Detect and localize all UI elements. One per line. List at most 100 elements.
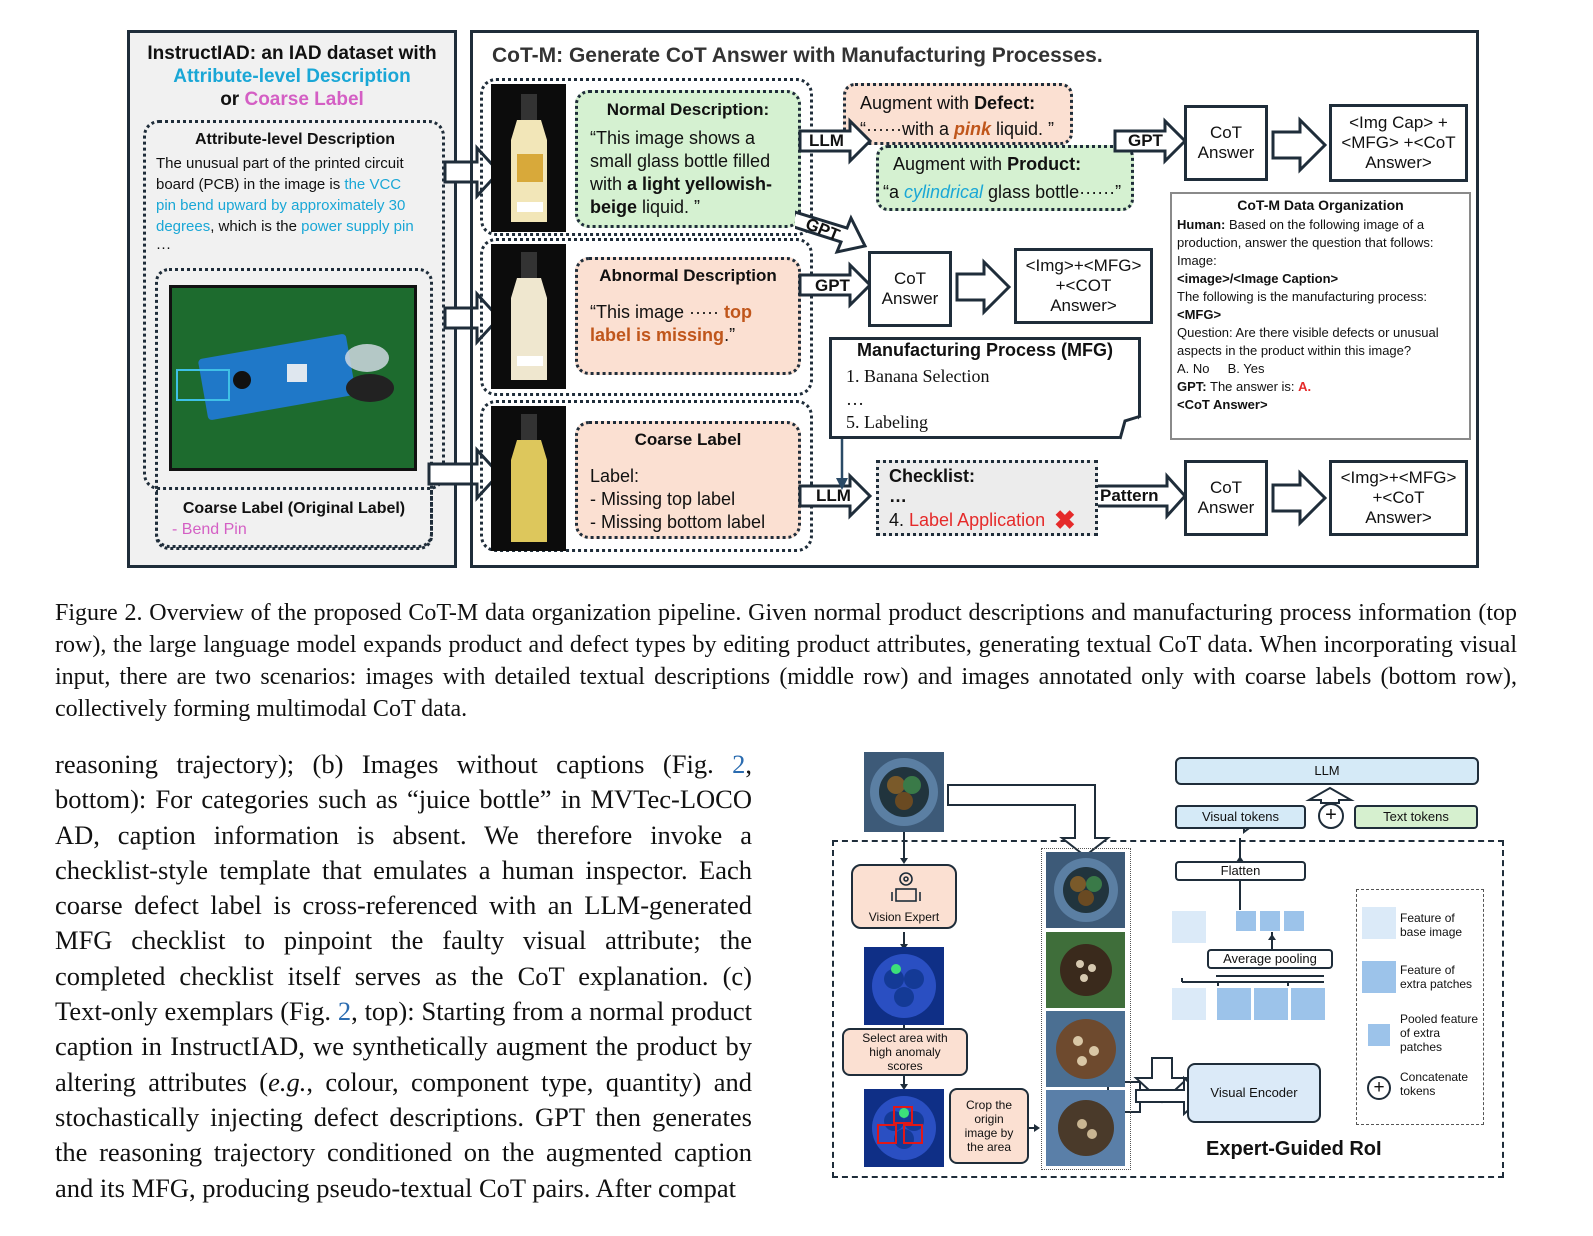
data-org-text: Human: Based on the following image of a…: [1177, 217, 1439, 412]
figure-caption: Figure 2. Overview of the proposed CoT-M…: [55, 600, 1517, 722]
roi-title: Expert-Guided RoI: [1206, 1138, 1382, 1160]
right-panel-title: CoT-M: Generate CoT Answer with Manufact…: [492, 44, 1103, 67]
pooled-feature: [1236, 911, 1256, 931]
flatten-box: Flatten: [1175, 861, 1306, 881]
attr-desc-text: The unusual part of the printed circuit …: [156, 155, 414, 256]
coarse-label-title: Coarse Label: [634, 430, 742, 449]
abnormal-desc-text: “This image ····· top label is missing.”: [590, 302, 752, 345]
left-panel-title: InstructIAD: an IAD dataset with Attribu…: [147, 43, 437, 110]
selected-area-image: [864, 1089, 944, 1167]
gpt-tag-middle: GPT: [815, 276, 850, 295]
output-middle: <Img>+<MFG> +<COT Answer>: [1014, 248, 1153, 324]
augment-defect-box: [843, 83, 1073, 145]
bottle-image-abnormal: [491, 244, 566, 389]
abnormal-desc-title: Abnormal Description: [599, 266, 777, 285]
feature-extra-patch: [1254, 988, 1288, 1020]
llm-tag-bottom: LLM: [816, 486, 851, 505]
legend-label-pooled: Pooled feature of extra patches: [1400, 1012, 1479, 1054]
checklist-box: [876, 460, 1098, 536]
bottle-image-coarse: [491, 406, 566, 551]
mfg-title: Manufacturing Process (MFG): [856, 340, 1114, 360]
cot-answer-top: CoT Answer: [1184, 105, 1268, 181]
legend-label-extra: Feature of extra patches: [1400, 963, 1473, 991]
feature-extra-patch: [1217, 988, 1251, 1020]
up-arrow-to-llm: [1305, 786, 1355, 804]
fig-ref-link[interactable]: 2: [337, 996, 352, 1027]
legend: [1356, 889, 1484, 1125]
checklist-ellipsis: …: [889, 486, 907, 506]
legend-swatch-base: [1362, 907, 1396, 939]
feature-base-image: [1172, 988, 1206, 1020]
fig-ref-link[interactable]: 2: [732, 749, 746, 779]
llm-tag-top: LLM: [809, 131, 844, 150]
pcb-image-box: [155, 268, 433, 548]
abnormal-desc-box: [575, 257, 801, 375]
output-top: <Img Cap> +<MFG> +<CoT Answer>: [1329, 104, 1468, 182]
input-image: [864, 752, 944, 832]
normal-desc-box: [575, 90, 801, 228]
patch-image: [1046, 852, 1125, 928]
data-org-title: CoT-M Data Organization: [1237, 197, 1404, 213]
select-area-box: Select area with high anomaly scores: [842, 1028, 968, 1076]
legend-swatch-pooled: [1368, 1024, 1390, 1046]
checklist-title: Checklist:: [889, 466, 976, 486]
mfg-list: 1. Banana Selection … 5. Labeling: [846, 366, 990, 432]
augment-defect-text: “······with a pink liquid. ”: [860, 119, 1055, 139]
coarse-label-desc-box: [575, 421, 801, 539]
legend-label-concat: Concatenate tokens: [1400, 1070, 1469, 1098]
robot-icon: [891, 872, 921, 902]
augment-product-box: [876, 145, 1134, 211]
gpt-tag-top: GPT: [1128, 131, 1163, 150]
visual-tokens-box: Visual tokens: [1175, 805, 1306, 829]
pooled-feature: [1284, 911, 1304, 931]
cot-answer-middle: CoT Answer: [868, 251, 952, 327]
pooled-feature: [1260, 911, 1280, 931]
row-middle: [480, 238, 813, 396]
visual-encoder-box: Visual Encoder: [1187, 1063, 1321, 1123]
legend-swatch-extra: [1362, 961, 1396, 993]
pattern-tag: Pattern: [1100, 486, 1159, 505]
normal-desc-title: Normal Description:: [606, 100, 770, 119]
coarse-label-box: [155, 490, 433, 550]
row-top: [480, 78, 813, 236]
patch-image: [1046, 1090, 1125, 1166]
llm-box: LLM: [1175, 757, 1479, 785]
cot-answer-bottom: CoT Answer: [1184, 460, 1268, 536]
patches-column: [1041, 848, 1131, 1170]
concat-icon: +: [1318, 803, 1344, 829]
legend-label-base: Feature of base image: [1400, 911, 1463, 939]
patch-image: [1046, 932, 1125, 1008]
flow-arrows: [795, 116, 1328, 527]
normal-desc-text: “This image shows a small glass bottle f…: [590, 128, 773, 217]
vision-expert-box: Vision Expert: [851, 864, 957, 929]
feature-extra-patch: [1291, 988, 1325, 1020]
right-panel: [470, 30, 1479, 568]
anomaly-map-image: [864, 947, 944, 1025]
augment-product-text: “a cylindrical glass bottle······”: [883, 182, 1122, 202]
checklist-item: 4. Label Application: [889, 510, 1046, 530]
data-org-box: [1170, 192, 1471, 440]
coarse-label-original-title: Coarse Label (Original Label): [182, 500, 406, 517]
vision-expert-label: Vision Expert: [868, 910, 940, 924]
text-tokens-box: Text tokens: [1354, 805, 1478, 829]
legend-concat-icon: +: [1367, 1076, 1391, 1100]
body-paragraph: reasoning trajectory); (b) Images withou…: [55, 749, 752, 1203]
augment-product-title: Augment with Product:: [893, 154, 1082, 174]
augment-defect-title: Augment with Defect:: [860, 93, 1036, 113]
crop-box: Crop the origin image by the area: [949, 1088, 1029, 1164]
mfg-box: [829, 337, 1141, 439]
patch-image: [1046, 1011, 1125, 1087]
pcb-image: [169, 285, 417, 471]
cross-icon: ✖: [1054, 505, 1076, 535]
row-bottom: [480, 400, 813, 552]
bottle-image-normal: [491, 84, 566, 232]
coarse-label-original-value: - Bend Pin: [172, 521, 247, 538]
feature-base-image: [1172, 911, 1206, 943]
coarse-label-text: Label: - Missing top label - Missing bot…: [590, 466, 766, 532]
attr-desc-box: [143, 120, 445, 490]
average-pooling-box: Average pooling: [1207, 949, 1333, 969]
mfg-fold: [1119, 414, 1142, 440]
roi-frame: [832, 840, 1504, 1178]
output-bottom: <Img>+<MFG> +<CoT Answer>: [1329, 460, 1468, 536]
attr-desc-title: Attribute-level Description: [194, 131, 396, 148]
